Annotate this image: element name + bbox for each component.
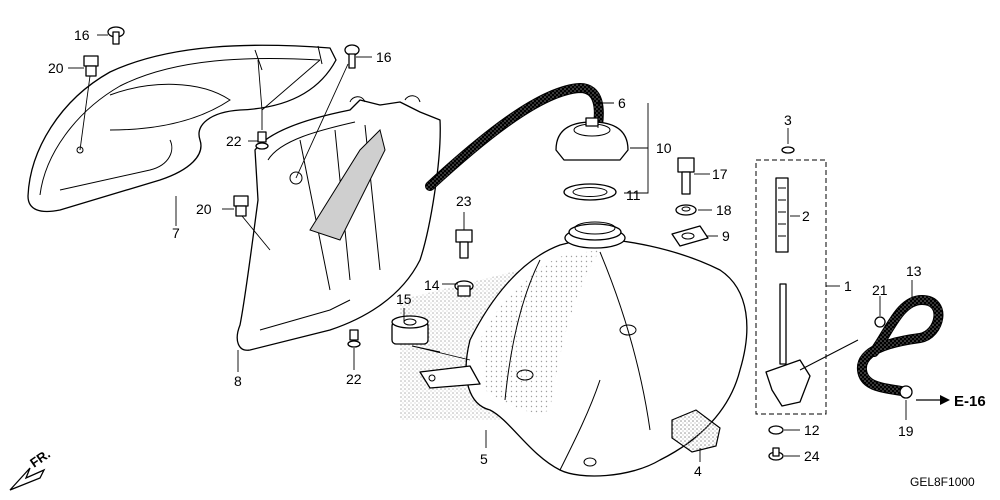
callout-24: 24 [804, 448, 820, 464]
callout-8: 8 [234, 373, 242, 389]
callout-12: 12 [804, 422, 820, 438]
callout-3: 3 [784, 112, 792, 128]
part-9-cushion [671, 225, 709, 247]
part-4-pad [671, 409, 721, 453]
callout-19: 19 [898, 423, 914, 439]
part-22-screw [255, 131, 269, 150]
callout-16-b: 16 [376, 49, 392, 65]
part-19-clip [899, 385, 913, 399]
callout-17: 17 [712, 166, 728, 182]
part-21-clip [874, 316, 886, 328]
callout-labels: 16 20 16 22 20 7 8 22 23 14 15 5 4 6 10 … [27, 27, 986, 489]
part-24-screw [768, 447, 784, 461]
part-10-fuel-cap [555, 117, 629, 161]
callout-13: 13 [906, 263, 922, 279]
part-12-washer [768, 425, 784, 435]
reference-label: E-16 [954, 393, 986, 410]
callout-9: 9 [722, 228, 730, 244]
callout-1: 1 [844, 278, 852, 294]
part-15-rubber-mount [391, 315, 429, 345]
reference-arrow [916, 395, 950, 405]
part-23-bolt [455, 229, 473, 259]
part-16-screw [107, 26, 125, 45]
part-17-bolt [677, 157, 695, 195]
part-13-fuel-tube [857, 294, 944, 397]
drawing-code: GEL8F1000 [910, 475, 975, 489]
callout-20: 20 [48, 60, 64, 76]
leader-lines [68, 34, 913, 462]
part-2-strainer [775, 177, 789, 253]
callout-10: 10 [656, 140, 672, 156]
part-7-cover [27, 44, 337, 213]
part-11-gasket [563, 183, 617, 201]
part-20-clip [83, 55, 99, 77]
callout-4: 4 [694, 463, 702, 479]
callout-20-b: 20 [196, 201, 212, 217]
part-18-washer [675, 204, 697, 216]
part-22-screw-2 [347, 329, 361, 348]
front-direction-arrow [9, 467, 46, 491]
part-5-fuel-tank [400, 221, 748, 477]
callout-22: 22 [226, 133, 242, 149]
callout-21: 21 [872, 282, 888, 298]
callout-18: 18 [716, 202, 732, 218]
callout-5: 5 [480, 451, 488, 467]
callout-14: 14 [424, 277, 440, 293]
front-direction-label: FR. [27, 446, 53, 470]
callout-22-b: 22 [346, 371, 362, 387]
part-20-clip-2 [233, 195, 249, 217]
callout-2: 2 [802, 208, 810, 224]
part-3-washer [781, 146, 795, 154]
callout-11: 11 [626, 187, 641, 203]
part-14-collar [454, 280, 474, 297]
callout-16: 16 [74, 27, 90, 43]
part-16-screw-2 [344, 44, 360, 69]
callout-23: 23 [456, 193, 472, 209]
callout-15: 15 [396, 291, 412, 307]
callout-7: 7 [172, 225, 180, 241]
part-1-valve-assembly [755, 159, 859, 415]
callout-6: 6 [618, 95, 626, 111]
part-8-shroud [236, 95, 441, 351]
